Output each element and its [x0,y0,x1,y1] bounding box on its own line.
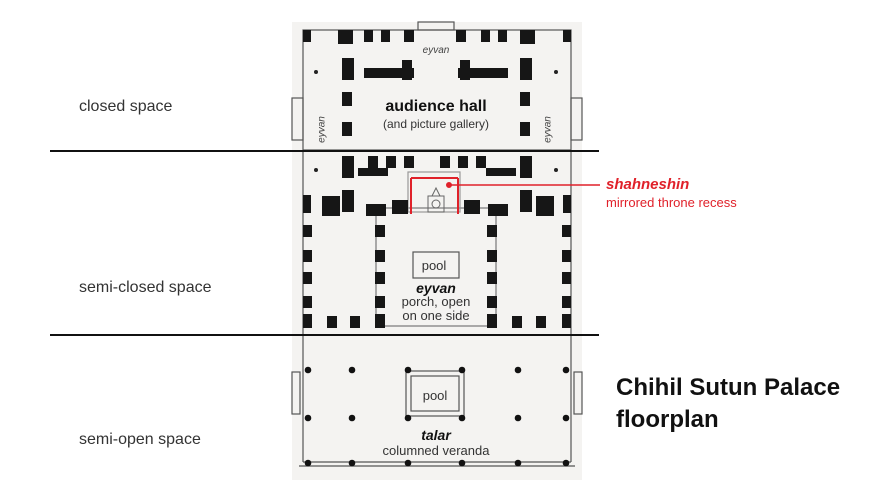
callout-description: mirrored throne recess [606,195,737,210]
label-audience-hall: audience hall [385,98,487,115]
label-eyvan-main-sub2: on one side [402,308,470,323]
zone-label-closed: closed space [79,98,173,115]
talar-columns [304,366,570,467]
zone-label-semi-closed: semi-closed space [79,279,212,296]
label-pool-upper: pool [421,258,447,273]
callout-term: shahneshin [606,176,690,193]
title-line-1: Chihil Sutun Palace [616,374,841,401]
label-eyvan-main-sub1: porch, open [401,294,471,309]
zone-dividers [50,150,599,336]
diagram-title: Chihil Sutun Palace floorplan [616,372,840,436]
label-eyvan-right: eyvan [542,116,554,143]
upper-dots [314,70,558,172]
throne-symbol [427,186,445,213]
wall-piers [303,30,571,328]
label-eyvan-main: eyvan [416,280,456,296]
label-pool-lower: pool [422,388,448,403]
title-line-2: floorplan [616,406,719,433]
label-talar-sub: columned veranda [382,443,490,458]
zone-label-semi-open: semi-open space [79,431,201,448]
label-audience-hall-sub: (and picture gallery) [382,117,490,131]
label-talar: talar [421,427,451,443]
shahneshin-callout [410,177,600,214]
plan-paper [292,22,582,480]
label-eyvan-top: eyvan [422,45,450,56]
label-eyvan-left: eyvan [316,116,328,143]
